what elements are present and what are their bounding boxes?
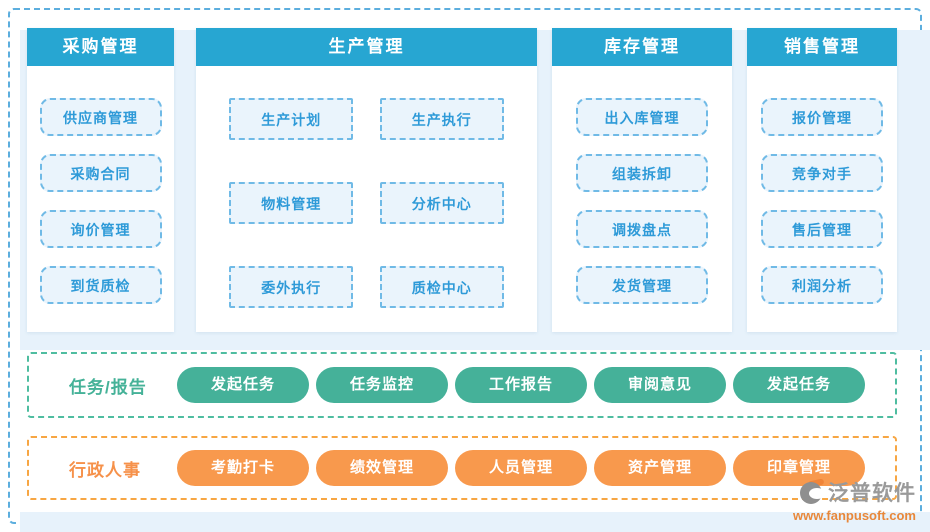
pill-task-monitoring[interactable]: 任务监控 — [316, 367, 448, 403]
module-button-purchase-contract[interactable]: 采购合同 — [39, 154, 162, 192]
column-body-sales: 报价管理 竞争对手 售后管理 利润分析 — [747, 66, 897, 322]
pill-review-comments[interactable]: 审阅意见 — [594, 367, 726, 403]
admin-hr-label: 行政人事 — [69, 460, 141, 480]
vendor-url: www.fanpusoft.com — [792, 508, 916, 523]
column-header-inventory: 库存管理 — [552, 28, 732, 66]
column-body-inventory: 出入库管理 组装拆卸 调拨盘点 发货管理 — [552, 66, 732, 322]
column-card-inventory: 库存管理 出入库管理 组装拆卸 调拨盘点 发货管理 — [552, 28, 732, 332]
admin-hr-pills: 考勤打卡 绩效管理 人员管理 资产管理 印章管理 — [177, 450, 865, 486]
column-card-procurement: 采购管理 供应商管理 采购合同 询价管理 到货质检 — [27, 28, 174, 332]
module-button-after-sales-management[interactable]: 售后管理 — [761, 210, 883, 248]
column-header-sales: 销售管理 — [747, 28, 897, 66]
task-report-band: 任务/报告 发起任务 任务监控 工作报告 审阅意见 发起任务 — [27, 352, 897, 418]
column-header-procurement: 采购管理 — [27, 28, 174, 66]
module-button-outsourcing-execution[interactable]: 委外执行 — [229, 266, 354, 308]
pill-initiate-task-2[interactable]: 发起任务 — [733, 367, 865, 403]
vendor-name: 泛普软件 — [828, 482, 916, 505]
module-button-competitors[interactable]: 竞争对手 — [761, 154, 883, 192]
column-body-procurement: 供应商管理 采购合同 询价管理 到货质检 — [27, 66, 174, 322]
column-header-production: 生产管理 — [196, 28, 537, 66]
module-button-arrival-quality-check[interactable]: 到货质检 — [39, 266, 162, 304]
pill-performance-management[interactable]: 绩效管理 — [316, 450, 448, 486]
module-button-inquiry-management[interactable]: 询价管理 — [39, 210, 162, 248]
pill-initiate-task[interactable]: 发起任务 — [177, 367, 309, 403]
vendor-watermark: 泛普软件 www.fanpusoft.com — [793, 477, 916, 523]
task-report-label: 任务/报告 — [69, 377, 147, 397]
column-card-sales: 销售管理 报价管理 竞争对手 售后管理 利润分析 — [747, 28, 897, 332]
module-button-profit-analysis[interactable]: 利润分析 — [761, 266, 883, 304]
column-card-production: 生产管理 生产计划 生产执行 物料管理 分析中心 委外执行 质检中心 — [196, 28, 537, 332]
module-button-material-management[interactable]: 物料管理 — [229, 182, 354, 224]
pill-seal-management[interactable]: 印章管理 — [733, 450, 865, 486]
module-button-quality-inspection-center[interactable]: 质检中心 — [379, 266, 504, 308]
module-button-assembly-disassembly[interactable]: 组装拆卸 — [576, 154, 708, 192]
module-button-quotation-management[interactable]: 报价管理 — [761, 98, 883, 136]
pill-personnel-management[interactable]: 人员管理 — [455, 450, 587, 486]
footer-strip — [20, 512, 930, 532]
module-button-warehouse-in-out[interactable]: 出入库管理 — [576, 98, 708, 136]
pill-attendance-checkin[interactable]: 考勤打卡 — [177, 450, 309, 486]
module-button-shipping-management[interactable]: 发货管理 — [576, 266, 708, 304]
column-body-production: 生产计划 生产执行 物料管理 分析中心 委外执行 质检中心 — [196, 66, 537, 308]
module-button-transfer-stocktaking[interactable]: 调拨盘点 — [576, 210, 708, 248]
fanpu-logo-icon — [800, 478, 825, 504]
pill-work-report[interactable]: 工作报告 — [455, 367, 587, 403]
pill-asset-management[interactable]: 资产管理 — [594, 450, 726, 486]
admin-hr-band: 行政人事 考勤打卡 绩效管理 人员管理 资产管理 印章管理 — [27, 436, 897, 500]
module-button-analysis-center[interactable]: 分析中心 — [379, 182, 504, 224]
module-button-production-plan[interactable]: 生产计划 — [229, 98, 354, 140]
module-button-supplier-management[interactable]: 供应商管理 — [39, 98, 162, 136]
task-report-pills: 发起任务 任务监控 工作报告 审阅意见 发起任务 — [177, 367, 865, 403]
module-button-production-execution[interactable]: 生产执行 — [379, 98, 504, 140]
